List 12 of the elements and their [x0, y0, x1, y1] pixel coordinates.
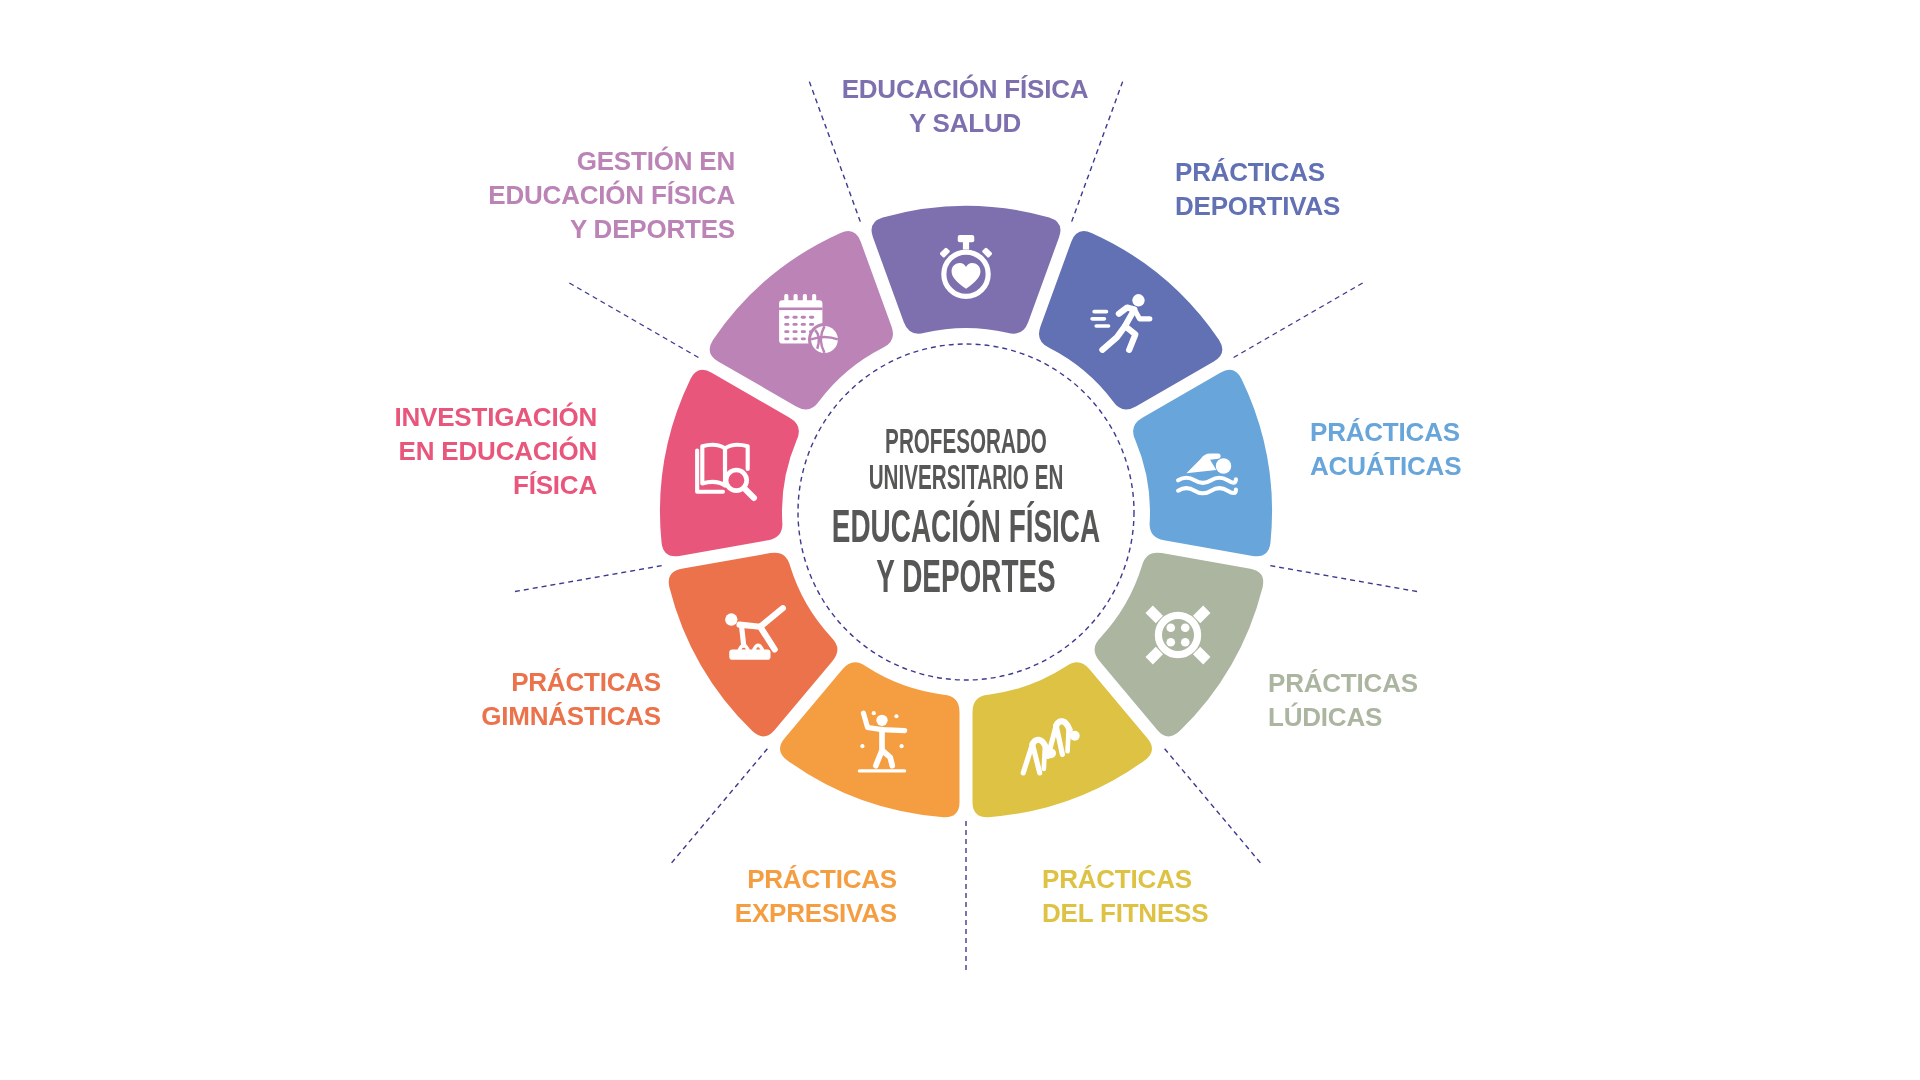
category-label: PRÁCTICAS DEL FITNESS: [1042, 863, 1210, 930]
category-label: PRÁCTICAS ACUÁTICAS: [1310, 416, 1463, 483]
center-title: EDUCACIÓN FÍSICA Y DEPORTES: [830, 501, 1102, 601]
category-label: PRÁCTICAS GIMNÁSTICAS: [480, 666, 661, 733]
center-circle: [797, 343, 1135, 681]
category-label: PRÁCTICAS DEPORTIVAS: [1175, 156, 1342, 223]
category-label: INVESTIGACIÓN EN EDUCACIÓN FÍSICA: [393, 401, 597, 502]
category-label: PRÁCTICAS LÚDICAS: [1268, 667, 1419, 734]
center-subtitle: PROFESORADO UNIVERSITARIO EN: [867, 423, 1065, 495]
category-label: GESTIÓN EN EDUCACIÓN FÍSICA Y DEPORTES: [487, 145, 735, 246]
category-label: EDUCACIÓN FÍSICA Y SALUD: [840, 73, 1090, 140]
category-label: PRÁCTICAS EXPRESIVAS: [733, 863, 897, 930]
